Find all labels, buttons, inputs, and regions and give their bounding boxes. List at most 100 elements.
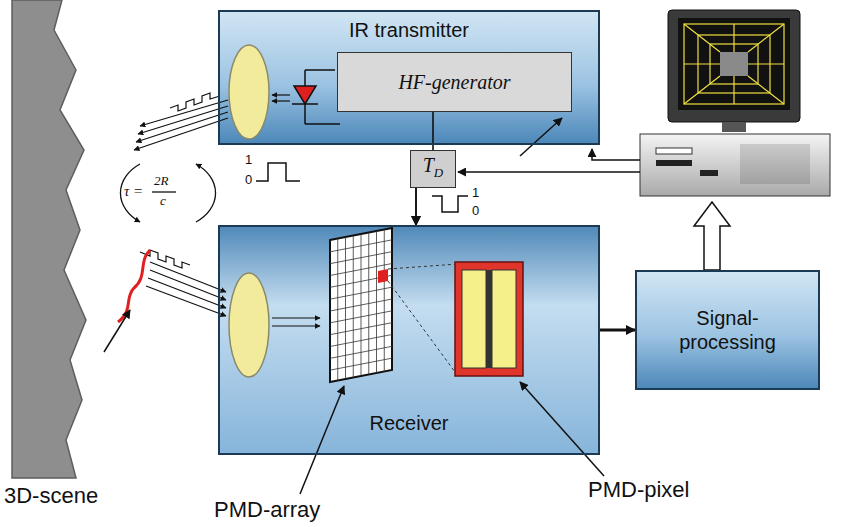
- computer: [656, 148, 692, 154]
- transmitted-light: [136, 112, 228, 142]
- scene-wall: [12, 0, 86, 478]
- pmd-array: [330, 228, 392, 382]
- connector: [600, 329, 635, 332]
- subscript-text: D: [434, 165, 443, 181]
- computer: [720, 52, 748, 76]
- signal-level: 1: [472, 186, 479, 200]
- pmd-array: [330, 252, 392, 264]
- panel-backgrounds: [218, 10, 820, 455]
- formula-text: c: [160, 194, 166, 208]
- part-label: PMD-pixel: [588, 478, 689, 502]
- tau-loop: [196, 164, 216, 222]
- pmd-pixel: [492, 270, 516, 368]
- computer: [668, 10, 800, 122]
- pmd-array: [330, 358, 392, 370]
- transmitted-light: [272, 100, 290, 101]
- illuminated-contour: [104, 250, 150, 352]
- process-box: HF-generator: [337, 52, 572, 112]
- signal-level: 0: [472, 204, 479, 218]
- computer: [700, 170, 718, 176]
- delay-box: TD: [410, 150, 456, 188]
- transmitted-light: [134, 118, 228, 150]
- control-wire: [458, 118, 640, 172]
- led-symbol: [305, 123, 340, 125]
- panel-backgrounds: [218, 10, 600, 145]
- optical-lens: [229, 273, 269, 377]
- pmd-array: [330, 299, 392, 311]
- pmd-pixel: [486, 270, 492, 368]
- formula-text: τ =: [124, 183, 143, 200]
- computer: [684, 63, 720, 64]
- computer: [722, 122, 746, 132]
- computer: [678, 18, 790, 110]
- reflected-light: [272, 317, 320, 318]
- process-box: Signal-processing: [635, 270, 820, 390]
- formula-text: 2R: [154, 174, 168, 188]
- reflected-light: [140, 250, 320, 326]
- led-symbol: [304, 70, 306, 86]
- computer: [748, 24, 784, 52]
- pmd-array: [388, 281, 458, 376]
- pmd-pixel: [455, 262, 523, 376]
- signal-level: 1: [245, 153, 252, 167]
- pmd-array: [330, 228, 458, 382]
- led-symbol: [304, 104, 306, 124]
- connector: [415, 188, 417, 225]
- connector: [415, 188, 417, 225]
- computer: [684, 76, 720, 104]
- leader-line: [520, 382, 604, 476]
- scene-wall: [12, 0, 86, 478]
- pmd-array: [330, 311, 392, 323]
- control-wire: [592, 149, 640, 160]
- pmd-array: [378, 269, 388, 283]
- pmd-array: [330, 346, 392, 358]
- data-arrow: [694, 202, 730, 270]
- reflected-light: [150, 270, 226, 300]
- reflected-light: [148, 278, 226, 308]
- pulse-signal: [432, 196, 468, 212]
- node-text: Signal-processing: [668, 306, 788, 354]
- node-text: HF-generator: [398, 70, 510, 94]
- pmd-array: [330, 230, 392, 381]
- control-wire: [458, 171, 640, 173]
- computer: [733, 76, 734, 104]
- panel-backgrounds: [218, 225, 600, 455]
- reflected-light: [272, 325, 320, 326]
- led-symbol: [305, 69, 335, 71]
- transmitted-light: [170, 93, 220, 111]
- illuminated-contour: [118, 250, 150, 322]
- tau-loop: [120, 164, 215, 222]
- computer: [740, 144, 810, 184]
- pmd-pixel: [455, 262, 523, 376]
- computer: [656, 160, 692, 166]
- pmd-array: [330, 335, 392, 347]
- pmd-pixel: [462, 270, 486, 368]
- scene-label: 3D-scene: [4, 484, 98, 508]
- transmitted-light: [138, 106, 228, 134]
- optical-lens: [229, 45, 269, 377]
- receiver-panel: Receiver: [218, 225, 600, 455]
- illuminated-contour: [104, 310, 130, 352]
- reflected-light: [150, 262, 226, 292]
- node-text: IR transmitter: [349, 18, 469, 42]
- transmitter-panel: IR transmitterHF-generator: [218, 10, 600, 145]
- transmitted-light: [272, 94, 290, 95]
- pmd-array: [330, 240, 392, 252]
- node-text: Receiver: [370, 411, 449, 435]
- led-symbol: [294, 86, 316, 104]
- pmd-array: [330, 323, 392, 335]
- optical-lens: [229, 45, 269, 139]
- panel-backgrounds: [635, 270, 820, 390]
- reflected-light: [146, 286, 226, 316]
- node-text: T: [423, 153, 434, 177]
- control-wire: [520, 118, 562, 156]
- tau-loop: [152, 191, 176, 192]
- part-label: PMD-array: [214, 498, 320, 522]
- computer: [733, 24, 734, 52]
- transmitted-light: [134, 93, 290, 150]
- data-arrow: [694, 202, 730, 270]
- computer: [684, 24, 720, 52]
- leader-line: [300, 386, 344, 494]
- pmd-array: [388, 264, 458, 269]
- computer: [640, 10, 830, 196]
